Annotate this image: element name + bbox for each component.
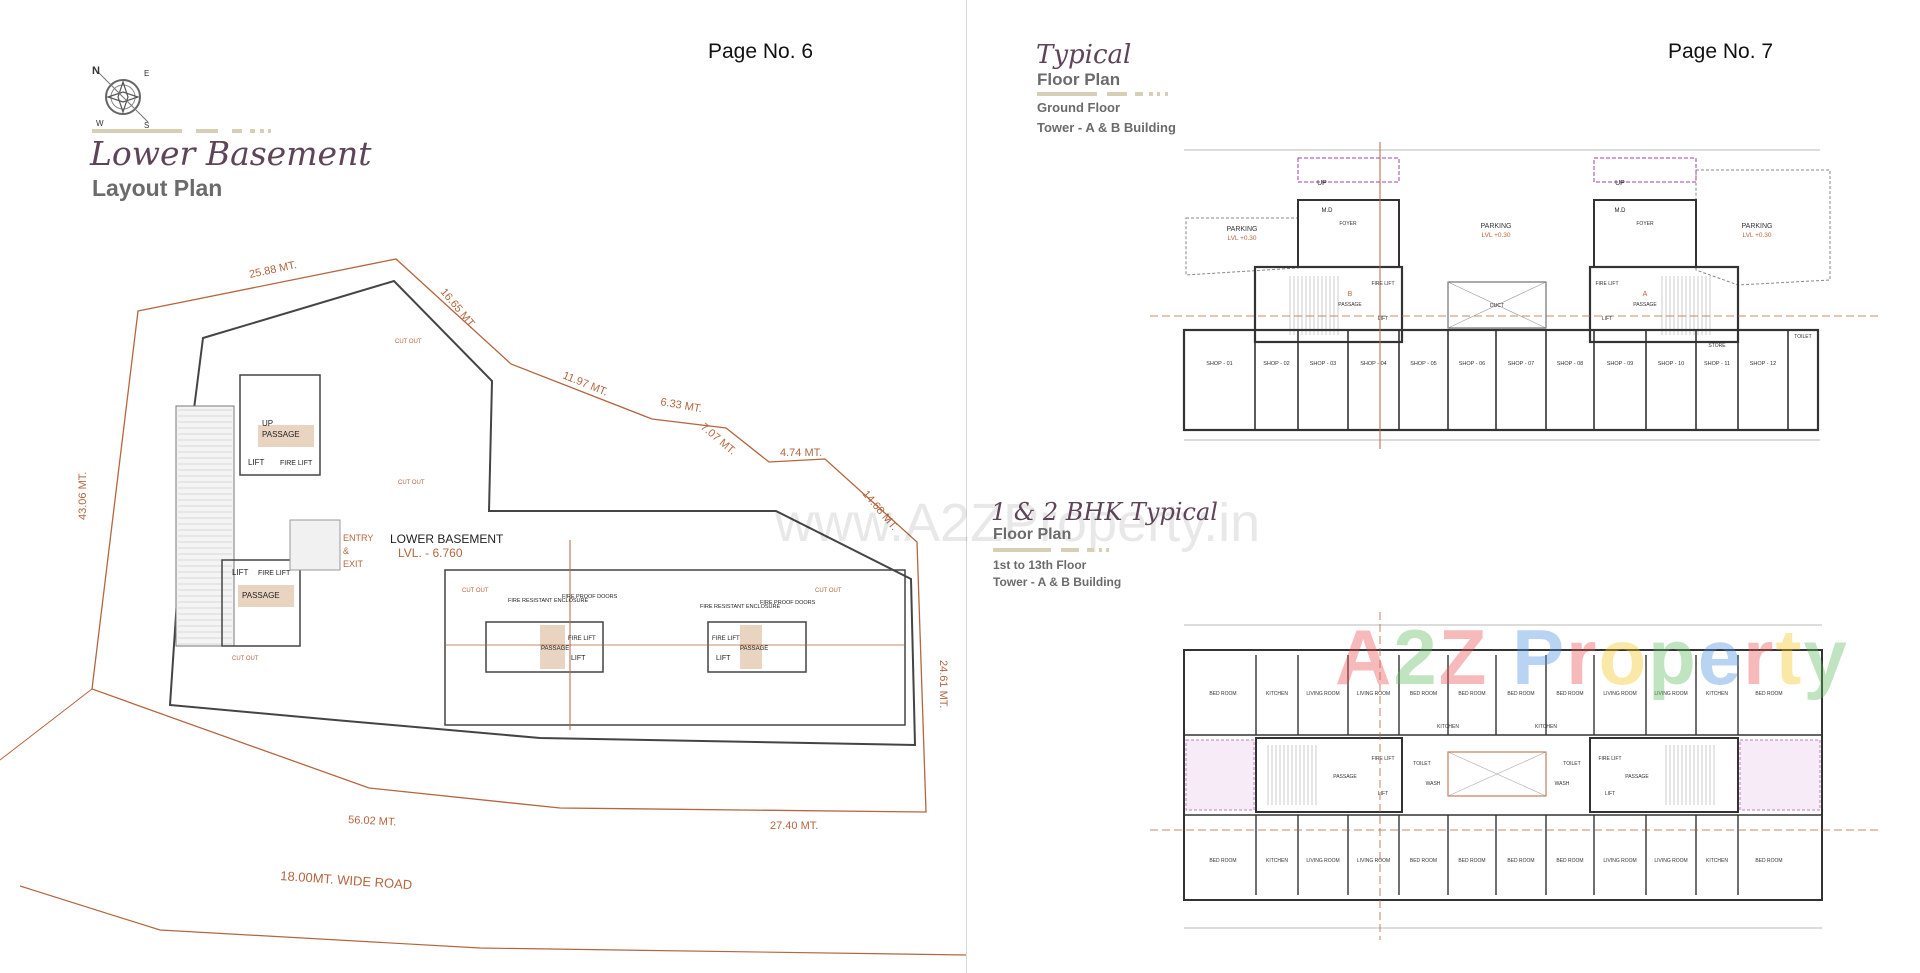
core-b bbox=[485, 621, 604, 673]
entry-exit-label: ENTRY bbox=[343, 533, 373, 543]
logo-letter: A bbox=[1335, 613, 1394, 701]
compass-e: E bbox=[144, 69, 149, 78]
logo-letter bbox=[1488, 613, 1512, 701]
ground-title-floor-plan: Floor Plan bbox=[1037, 70, 1121, 89]
core-label: PASSAGE bbox=[262, 430, 300, 439]
logo-letter: P bbox=[1512, 613, 1567, 701]
core-label: LIFT bbox=[232, 568, 249, 577]
dimension-label: 25.88 MT. bbox=[248, 259, 298, 281]
page-title-lower-basement: Lower Basement bbox=[90, 134, 372, 173]
page-number-7: Page No. 7 bbox=[1668, 40, 1774, 63]
title-decoration bbox=[1037, 92, 1207, 96]
core-label: FIRE LIFT bbox=[280, 460, 313, 467]
lower-basement-site-plan: 25.88 MT.16.65 MT.11.97 MT.6.33 MT.7.07 … bbox=[0, 258, 966, 956]
basement-outline bbox=[168, 279, 917, 747]
cut-out-label: CUT OUT bbox=[462, 588, 489, 594]
logo-letter: r bbox=[1566, 613, 1599, 701]
watermark: www.A2ZProperty.in bbox=[775, 493, 1261, 553]
core-label: FIRE RESISTANT ENCLOSURE bbox=[700, 604, 781, 610]
cut-out-label: CUT OUT bbox=[395, 339, 422, 345]
cut-out-label: CUT OUT bbox=[815, 588, 842, 594]
page-subtitle-layout-plan: Layout Plan bbox=[92, 175, 223, 201]
dimension-label: 11.97 MT. bbox=[561, 370, 610, 399]
ramp bbox=[175, 405, 235, 647]
ground-floor-label: Ground Floor bbox=[1037, 100, 1121, 115]
passage-fill bbox=[540, 625, 565, 669]
core-a bbox=[707, 621, 807, 673]
road-edge bbox=[19, 885, 966, 956]
site-boundary bbox=[91, 258, 927, 813]
typical-tower-label: Tower - A & B Building bbox=[993, 575, 1122, 589]
compass-w: W bbox=[96, 119, 104, 128]
logo-letter: o bbox=[1598, 613, 1649, 701]
core-label: FIRE LIFT bbox=[568, 636, 596, 642]
typical-title-floor-plan: Floor Plan bbox=[993, 526, 1072, 543]
cut-out-label: CUT OUT bbox=[398, 480, 425, 486]
core-label: LIFT bbox=[571, 655, 586, 662]
title-decoration bbox=[92, 129, 302, 133]
logo-letter: p bbox=[1648, 613, 1698, 701]
dimension-label: 4.74 MT. bbox=[780, 447, 822, 459]
core-label: UP bbox=[262, 419, 273, 428]
core-label: FIRE PROOF DOORS bbox=[760, 600, 816, 606]
core-label: PASSAGE bbox=[740, 646, 768, 652]
dimension-label: 16.65 MT. bbox=[438, 286, 478, 331]
core-label: FIRE PROOF DOORS bbox=[562, 594, 618, 600]
level-name: LOWER BASEMENT bbox=[390, 532, 504, 546]
ground-tower-label: Tower - A & B Building bbox=[1037, 120, 1176, 135]
entry-exit-label: EXIT bbox=[343, 559, 364, 569]
entry-exit-label: & bbox=[343, 546, 349, 556]
core-label: FIRE LIFT bbox=[712, 636, 740, 642]
level-value: LVL. - 6.760 bbox=[398, 546, 463, 560]
dimension-label: 43.06 MT. bbox=[77, 472, 89, 520]
cut-out-label: CUT OUT bbox=[232, 656, 259, 662]
passage-fill bbox=[740, 625, 762, 669]
road-edge-left bbox=[0, 688, 93, 761]
core-label: PASSAGE bbox=[242, 591, 280, 600]
a2z-property-logo: A2Z Property bbox=[1335, 612, 1849, 703]
page-number-6: Page No. 6 bbox=[708, 40, 814, 63]
typical-floor-label: 1st to 13th Floor bbox=[993, 558, 1087, 572]
passage-fill bbox=[258, 425, 314, 447]
ground-title-typical: Typical bbox=[1036, 40, 1132, 70]
right-page bbox=[967, 0, 1920, 973]
core-left-bottom bbox=[221, 559, 301, 647]
dimension-label: 6.33 MT. bbox=[659, 396, 703, 415]
dimension-label: 56.02 MT. bbox=[348, 814, 397, 829]
core-label: FIRE LIFT bbox=[258, 570, 291, 577]
dimension-label: 27.40 MT. bbox=[770, 820, 818, 832]
page-divider bbox=[966, 0, 967, 973]
core-label: LIFT bbox=[716, 655, 731, 662]
compass-n: N bbox=[92, 65, 100, 77]
tower-block bbox=[444, 569, 906, 726]
typical-title-script: 1 & 2 BHK Typical bbox=[991, 498, 1218, 526]
logo-letter: Z bbox=[1438, 613, 1489, 701]
core-label: FIRE RESISTANT ENCLOSURE bbox=[508, 598, 589, 604]
core-label: PASSAGE bbox=[541, 646, 569, 652]
passage-fill bbox=[238, 585, 294, 607]
compass-s: S bbox=[144, 121, 149, 130]
dimension-label: 24.61 MT. bbox=[937, 660, 949, 708]
compass-rose-icon: N E W S bbox=[92, 65, 149, 130]
logo-letter: t bbox=[1775, 613, 1804, 701]
core-label: LIFT bbox=[248, 458, 265, 467]
title-decoration bbox=[993, 548, 1143, 552]
logo-letter: e bbox=[1697, 613, 1744, 701]
road-label: 18.00MT. WIDE ROAD bbox=[280, 868, 413, 892]
parking-stair-block bbox=[289, 519, 341, 571]
logo-letter: r bbox=[1743, 613, 1776, 701]
core-left-top bbox=[239, 374, 321, 476]
logo-letter: 2 bbox=[1393, 613, 1439, 701]
logo-letter: y bbox=[1803, 613, 1849, 701]
